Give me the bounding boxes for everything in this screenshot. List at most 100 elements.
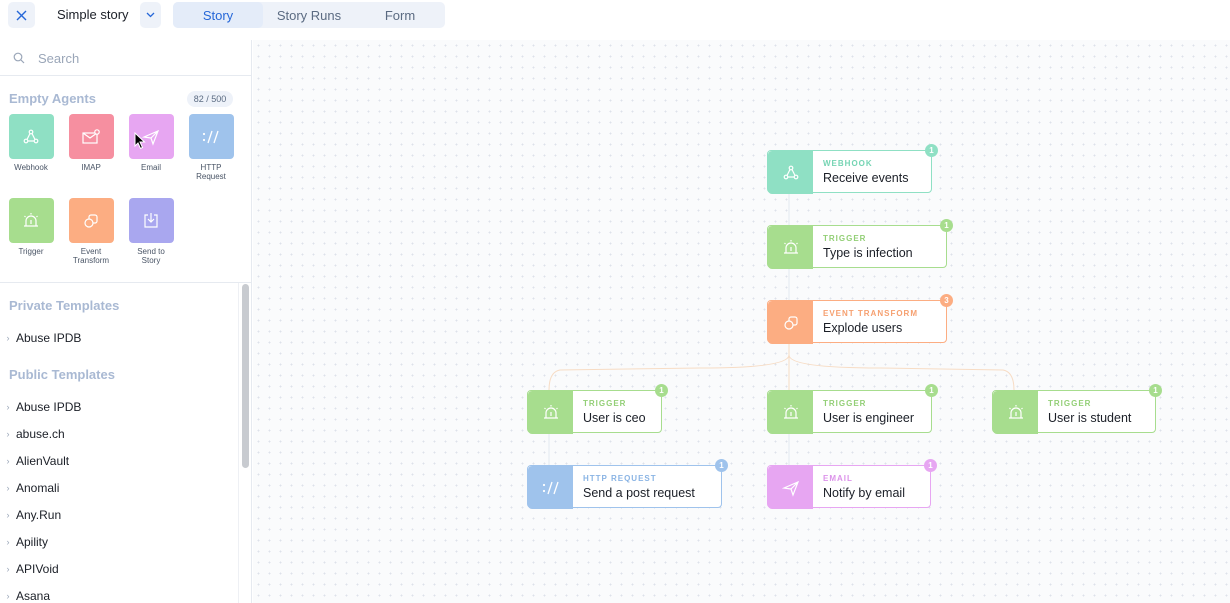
node-webhook-receive-events[interactable]: WEBHOOK Receive events 1 <box>767 144 938 194</box>
node-name: User is ceo <box>583 411 646 425</box>
node-type: TRIGGER <box>1048 399 1092 408</box>
transform-icon <box>68 198 114 243</box>
chevron-right-icon: › <box>6 591 10 601</box>
close-button[interactable] <box>8 2 35 28</box>
http-icon <box>188 114 234 159</box>
node-type: TRIGGER <box>583 399 627 408</box>
template-label: Abuse IPDB <box>16 400 82 414</box>
alarm-icon <box>768 391 813 434</box>
divider <box>0 282 252 283</box>
template-label: Asana <box>16 589 51 603</box>
chevron-right-icon: › <box>6 456 10 466</box>
template-item[interactable]: › Asana <box>0 588 51 603</box>
node-name: User is student <box>1048 411 1132 425</box>
node-trigger-user-is-engineer[interactable]: TRIGGER User is engineer 1 <box>767 384 938 434</box>
template-item[interactable]: › APIVoid <box>0 561 59 577</box>
close-icon <box>16 10 27 20</box>
event-count-badge: 3 <box>940 294 953 307</box>
chevron-right-icon: › <box>6 429 10 439</box>
template-item[interactable]: › Anomali <box>0 480 60 496</box>
top-bar: Simple story Story Story Runs Form <box>0 0 1230 30</box>
search-bar <box>0 40 252 76</box>
tab-story-runs[interactable]: Story Runs <box>276 7 342 23</box>
node-type: TRIGGER <box>823 399 867 408</box>
view-tabs: Story Story Runs Form <box>173 2 445 28</box>
agent-label: Email <box>140 163 161 172</box>
template-item[interactable]: › Apility <box>0 534 49 550</box>
event-count-badge: 1 <box>940 219 953 232</box>
agents-count-badge: 82 / 500 <box>187 91 233 107</box>
paper-plane-icon <box>768 466 813 509</box>
agent-imap[interactable]: IMAP <box>61 114 121 172</box>
template-label: Abuse IPDB <box>16 331 82 345</box>
sidebar: Empty Agents 82 / 500 Webhook IMAP Email… <box>0 40 252 603</box>
node-name: User is engineer <box>823 411 915 425</box>
paper-plane-icon <box>128 114 174 159</box>
search-input[interactable] <box>38 49 238 67</box>
agent-event-transform[interactable]: Event Transform <box>61 198 121 265</box>
chevron-right-icon: › <box>6 537 10 547</box>
webhook-icon <box>8 114 54 159</box>
template-label: Apility <box>16 535 49 549</box>
node-name: Type is infection <box>823 246 913 260</box>
node-email-notify-by-email[interactable]: EMAIL Notify by email 1 <box>767 459 937 509</box>
template-item[interactable]: ›Abuse IPDB <box>0 399 82 415</box>
agent-email[interactable]: Email <box>121 114 181 172</box>
event-count-badge: 1 <box>715 459 728 472</box>
agent-label: Send to Story <box>137 247 165 265</box>
transform-icon <box>768 301 813 344</box>
template-label: APIVoid <box>16 562 59 576</box>
sidebar-scrollbar[interactable] <box>238 283 252 603</box>
http-icon <box>528 466 573 509</box>
template-item[interactable]: ›Any.Run <box>0 507 62 523</box>
node-name: Send a post request <box>583 486 695 500</box>
mail-icon <box>68 114 114 159</box>
template-label: Any.Run <box>16 508 62 522</box>
story-name[interactable]: Simple story <box>57 7 129 22</box>
send-story-icon <box>128 198 174 243</box>
alarm-icon <box>768 226 813 269</box>
node-name: Explode users <box>823 321 903 335</box>
agent-label: HTTP Request <box>196 163 226 181</box>
tab-form[interactable]: Form <box>384 7 416 23</box>
node-name: Notify by email <box>823 486 905 500</box>
chevron-right-icon: › <box>6 483 10 493</box>
empty-agents-title: Empty Agents <box>9 91 96 106</box>
node-trigger-type-is-infection[interactable]: TRIGGER Type is infection 1 <box>767 219 953 269</box>
node-event-transform-explode-users[interactable]: EVENT TRANSFORM Explode users 3 <box>767 294 953 344</box>
agent-webhook[interactable]: Webhook <box>1 114 61 172</box>
agent-label: IMAP <box>81 163 101 172</box>
node-type: TRIGGER <box>823 234 867 243</box>
event-count-badge: 1 <box>1149 384 1162 397</box>
event-count-badge: 1 <box>924 459 937 472</box>
story-dropdown-button[interactable] <box>140 2 161 28</box>
webhook-icon <box>768 151 813 194</box>
template-item[interactable]: › AlienVault <box>0 453 70 469</box>
scrollbar-thumb[interactable] <box>242 284 249 468</box>
event-count-badge: 1 <box>925 384 938 397</box>
template-label: Anomali <box>16 481 60 495</box>
node-type: WEBHOOK <box>823 159 873 168</box>
alarm-icon <box>8 198 54 243</box>
template-label: abuse.ch <box>16 427 65 441</box>
agent-label: Webhook <box>14 163 48 172</box>
node-trigger-user-is-student[interactable]: TRIGGER User is student 1 <box>992 384 1162 434</box>
node-name: Receive events <box>823 171 909 185</box>
chevron-right-icon: › <box>6 564 10 574</box>
search-icon <box>13 52 25 64</box>
agent-trigger[interactable]: Trigger <box>1 198 61 256</box>
agent-send-to-story[interactable]: Send to Story <box>121 198 181 265</box>
node-type: HTTP REQUEST <box>583 474 657 483</box>
tab-story[interactable]: Story <box>173 2 263 28</box>
templates-list: Private Templates › Abuse IPDB Public Te… <box>0 283 238 603</box>
node-type: EVENT TRANSFORM <box>823 309 918 318</box>
story-canvas[interactable] <box>253 40 1230 603</box>
node-trigger-user-is-ceo[interactable]: TRIGGER User is ceo 1 <box>527 384 668 434</box>
agent-http-request[interactable]: HTTP Request <box>181 114 241 181</box>
chevron-right-icon: › <box>6 333 10 343</box>
template-item[interactable]: › abuse.ch <box>0 426 65 442</box>
template-label: AlienVault <box>16 454 70 468</box>
node-http-request-send-a-post-request[interactable]: HTTP REQUEST Send a post request 1 <box>527 459 728 509</box>
template-item-private-abuse-ipdb[interactable]: › Abuse IPDB <box>0 330 82 346</box>
alarm-icon <box>993 391 1038 434</box>
